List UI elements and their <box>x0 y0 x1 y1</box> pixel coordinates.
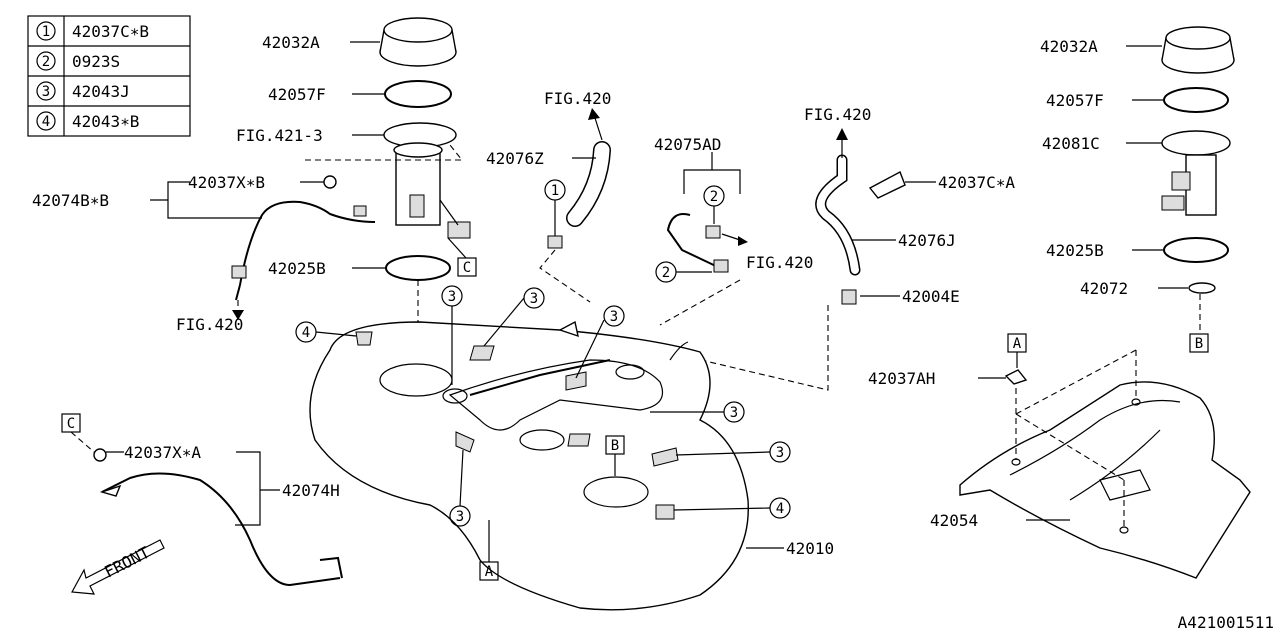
callout-3c: 3 <box>610 309 618 325</box>
label-protector: 42054 <box>930 511 978 530</box>
callout-3e: 3 <box>776 445 784 461</box>
label-gasket-left: 42057F <box>268 85 326 104</box>
label-cap-left: 42032A <box>262 33 320 52</box>
label-gasket-b: 42025B <box>268 259 326 278</box>
filler-cap-left <box>350 17 457 67</box>
label-valve-e: 42004E <box>902 287 960 306</box>
label-clip-xa: 42037X∗A <box>124 443 201 462</box>
label-tank: 42010 <box>786 539 834 558</box>
ref-a-right: A <box>1013 336 1022 352</box>
gasket-b-left <box>352 255 451 330</box>
legend-num-3: 3 <box>42 84 50 100</box>
label-plate-72: 42072 <box>1080 279 1128 298</box>
label-tube-h: 42074H <box>282 481 340 500</box>
callout-2b-circle <box>655 261 677 283</box>
legend-num-4: 4 <box>42 114 50 130</box>
legend-part-2: 0923S <box>72 52 120 71</box>
label-front: FRONT <box>101 543 153 582</box>
label-tube-b: 42074B∗B <box>32 191 109 210</box>
callout-1 <box>544 179 566 201</box>
legend-part-4: 42043∗B <box>72 112 139 131</box>
label-fig421: FIG.421-3 <box>236 126 323 145</box>
label-cap-right: 42032A <box>1040 37 1098 56</box>
protector-42054: A <box>959 333 1251 579</box>
label-clip-ca: 42037C∗A <box>938 173 1015 192</box>
tube-42074b <box>150 175 376 320</box>
label-fig420-top: FIG.420 <box>544 89 611 108</box>
ref-a-tank: A <box>485 564 494 580</box>
label-hose-z: 42076Z <box>486 149 544 168</box>
legend-num-2: 2 <box>42 54 50 70</box>
callout-3d: 3 <box>730 405 738 421</box>
ref-c-bottom: C <box>67 416 75 432</box>
label-gasket-b-right: 42025B <box>1046 241 1104 260</box>
hose-42076j <box>679 128 936 391</box>
fuel-tank-42010 <box>309 320 784 611</box>
label-clip-ah: 42037AH <box>868 369 935 388</box>
callout-4a: 4 <box>302 325 310 341</box>
callout-2b: 2 <box>662 265 670 281</box>
label-assy-ad: 42075AD <box>654 135 721 154</box>
assy-42075ad <box>659 152 748 326</box>
callout-2a: 2 <box>710 189 718 205</box>
callout-3f: 3 <box>456 509 464 525</box>
label-hose-j: 42076J <box>898 231 956 250</box>
label-clip-xb: 42037X∗B <box>188 173 265 192</box>
drawing-id: A421001511 <box>1178 613 1274 632</box>
ref-b-tank: B <box>611 438 619 454</box>
legend-table: 1 2 3 4 42037C∗B 0923S 42043J 42043∗B <box>27 15 191 137</box>
label-fig420-mid: FIG.420 <box>746 253 813 272</box>
tube-42074h: C <box>61 413 343 587</box>
label-fig420-right-top: FIG.420 <box>804 105 871 124</box>
callout-3b: 3 <box>530 291 538 307</box>
fuel-pump-right <box>1126 130 1231 216</box>
tank-callouts: 4 3 3 3 3 3 4 3 B A <box>295 285 791 581</box>
plate-42072: B <box>1158 282 1216 353</box>
legend-part-1: 42037C∗B <box>72 22 149 41</box>
legend-part-3: 42043J <box>72 82 130 101</box>
ref-b-right: B <box>1195 336 1203 352</box>
label-gasket-right: 42057F <box>1046 91 1104 110</box>
ref-box-c-top <box>457 257 477 277</box>
gasket-right <box>1132 87 1229 113</box>
hose-42076z <box>539 108 611 303</box>
callout-3a: 3 <box>448 289 456 305</box>
callout-1-text: 1 <box>551 183 559 199</box>
callout-4b: 4 <box>776 501 784 517</box>
gasket-left <box>352 80 452 108</box>
front-arrow-icon <box>71 539 165 595</box>
label-fig420-left: FIG.420 <box>176 315 243 334</box>
fuel-pump-left <box>305 122 471 239</box>
filler-cap-right <box>1126 26 1235 74</box>
gasket-b-right <box>1132 237 1229 263</box>
label-pump-c: 42081C <box>1042 134 1100 153</box>
ref-c-top: C <box>463 260 471 276</box>
legend-num-1: 1 <box>42 24 50 40</box>
